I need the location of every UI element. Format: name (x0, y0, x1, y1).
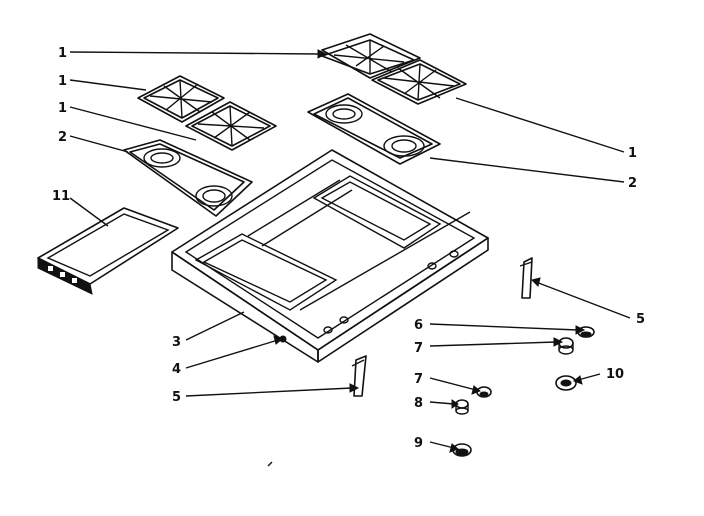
callout-4: 4 (172, 362, 181, 377)
stray-mark (267, 461, 273, 467)
callout-1-top: 1 (58, 46, 67, 61)
callout-6: 6 (414, 318, 423, 333)
burner-top-left (123, 139, 253, 217)
callout-3: 3 (172, 335, 181, 350)
callout-11: 11 (52, 189, 70, 204)
burner-top-right (307, 93, 441, 165)
knob-8 (455, 399, 469, 415)
callout-2-right: 2 (628, 176, 637, 191)
callout-2-left: 2 (58, 130, 67, 145)
grate-top-right-pair (321, 33, 467, 105)
drip-tray (37, 207, 179, 295)
grate-left-pair (137, 75, 277, 151)
callout-1-left-b: 1 (58, 101, 67, 116)
callout-7-a: 7 (414, 341, 423, 356)
callout-1-right: 1 (628, 146, 637, 161)
callout-8: 8 (414, 396, 423, 411)
main-frame (171, 149, 489, 363)
callout-9: 9 (414, 436, 423, 451)
callout-5-left: 5 (172, 390, 181, 405)
leader-lines (69, 49, 631, 453)
callout-7-b: 7 (414, 372, 423, 387)
bracket-right (519, 257, 533, 299)
bracket-left (351, 355, 367, 397)
knob-10 (555, 375, 577, 391)
callout-10: 10 (606, 367, 624, 382)
callouts: 1 1 1 2 11 1 2 5 6 7 3 4 10 7 5 8 9 (52, 46, 645, 451)
knob-7-a (558, 337, 574, 355)
callout-1-left-a: 1 (58, 74, 67, 89)
callout-5-right: 5 (636, 312, 645, 327)
knob-7-b (476, 386, 492, 398)
